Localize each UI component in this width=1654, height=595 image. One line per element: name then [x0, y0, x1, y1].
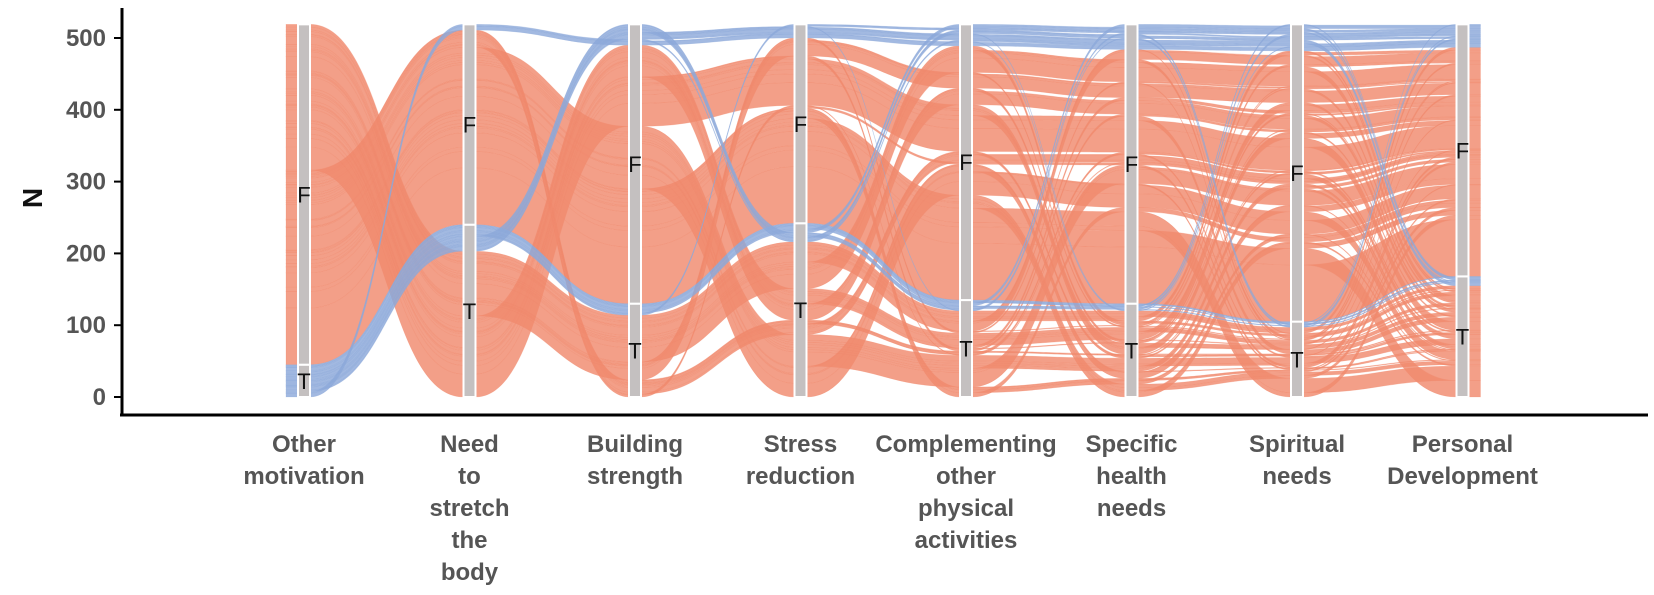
stratum-label-T: T	[959, 337, 972, 362]
flow-band	[285, 82, 1481, 398]
stratum-label-F: F	[1456, 138, 1469, 163]
stratum-label-F: F	[1125, 152, 1138, 177]
flow-band	[285, 85, 1481, 375]
flow-band	[285, 60, 1481, 342]
flow-layer	[285, 24, 1481, 398]
flow-band	[285, 52, 1481, 367]
flow-band	[285, 26, 1481, 386]
y-tick-label: 0	[93, 384, 106, 411]
x-category-label-line: Complementing	[875, 431, 1056, 458]
x-category-label-line: needs	[1262, 463, 1331, 490]
x-category-label-line: health	[1096, 463, 1167, 490]
x-category-label-line: to	[458, 463, 481, 490]
flow-band	[285, 78, 1481, 373]
y-ticks: 0 100 200 300 400 500	[66, 25, 122, 411]
stratum-box-F	[462, 23, 477, 226]
stratum-box-F	[793, 23, 808, 225]
x-category-label: Complementing other physical activities	[875, 431, 1056, 554]
stratum-box-F	[1124, 23, 1139, 305]
x-category-label-line: body	[441, 559, 499, 586]
flow-band	[285, 31, 1481, 392]
stratum-label-T: T	[1456, 325, 1469, 350]
x-category-label: Need to stretch the body	[429, 431, 509, 586]
stratum-box-F	[297, 23, 311, 366]
stratum-box-F	[628, 23, 642, 305]
y-tick-label: 200	[66, 240, 106, 267]
stratum-box-F	[1290, 23, 1304, 323]
flow-band	[285, 222, 1481, 366]
x-category-label: Other motivation	[243, 431, 364, 490]
stratum-label-F: F	[1290, 161, 1303, 186]
flow-band	[285, 61, 1481, 343]
y-tick-label: 500	[66, 25, 106, 52]
axes: 0 100 200 300 400 500	[66, 8, 1648, 417]
x-category-label-line: stretch	[429, 495, 509, 522]
x-category-label-line: needs	[1097, 495, 1166, 522]
x-category-label-line: reduction	[746, 463, 855, 490]
x-category-label-line: motivation	[243, 463, 364, 490]
stratum-label-F: F	[794, 112, 807, 137]
flow-band	[285, 54, 1481, 369]
stratum-label-T: T	[1125, 338, 1138, 363]
x-category-label-line: Building	[587, 431, 683, 458]
y-tick-label: 400	[66, 97, 106, 124]
x-category-label-line: other	[936, 463, 996, 490]
x-category-label-line: Specific	[1085, 431, 1177, 458]
x-category-labels: Other motivation Need to stretch the body Build…	[243, 431, 1538, 586]
flow-band	[285, 59, 1481, 371]
stratum-label-T: T	[1290, 347, 1303, 372]
x-category-label-line: Spiritual	[1249, 431, 1345, 458]
flow-band	[285, 24, 1481, 380]
x-category-label: Building strength	[587, 431, 683, 490]
stratum-box-F	[959, 23, 973, 302]
x-category-label-line: the	[452, 527, 488, 554]
x-category-label-line: activities	[915, 527, 1018, 554]
flow-band	[285, 28, 1481, 382]
stratum-label-T: T	[794, 298, 807, 323]
x-category-label-line: strength	[587, 463, 683, 490]
stratum-layer: T F T F T F T F T F T F T F T F	[297, 23, 1470, 399]
y-axis-title: N	[17, 188, 48, 208]
flow-band	[285, 95, 1481, 398]
x-category-label-line: Need	[440, 431, 499, 458]
y-tick-label: 300	[66, 169, 106, 196]
stratum-label-F: F	[628, 152, 641, 177]
x-category-label-line: physical	[918, 495, 1014, 522]
stratum-label-F: F	[297, 183, 310, 208]
x-category-label: Spiritual needs	[1249, 431, 1345, 490]
x-category-label-line: Stress	[764, 431, 837, 458]
flow-band	[285, 24, 1481, 376]
stratum-label-T: T	[463, 299, 476, 324]
flow-band	[285, 47, 1481, 365]
stratum-label-F: F	[463, 113, 476, 138]
flow-band	[285, 86, 1481, 376]
x-category-label-line: Personal	[1412, 431, 1513, 458]
flow-band	[285, 80, 1481, 379]
flow-band	[285, 62, 1481, 373]
x-category-label: Stress reduction	[746, 431, 855, 490]
stratum-label-T: T	[297, 369, 310, 394]
x-category-label: Specific health needs	[1085, 431, 1177, 522]
flow-band	[285, 26, 1481, 381]
stratum-label-F: F	[959, 150, 972, 175]
y-tick-label: 100	[66, 312, 106, 339]
stratum-box-F	[1455, 23, 1470, 278]
flow-band	[285, 57, 1481, 372]
stratum-label-T: T	[628, 338, 641, 363]
flow-band	[285, 29, 1481, 383]
x-category-label-line: Development	[1387, 463, 1538, 490]
x-category-label-line: Other	[272, 431, 336, 458]
flow-band	[285, 59, 1481, 346]
